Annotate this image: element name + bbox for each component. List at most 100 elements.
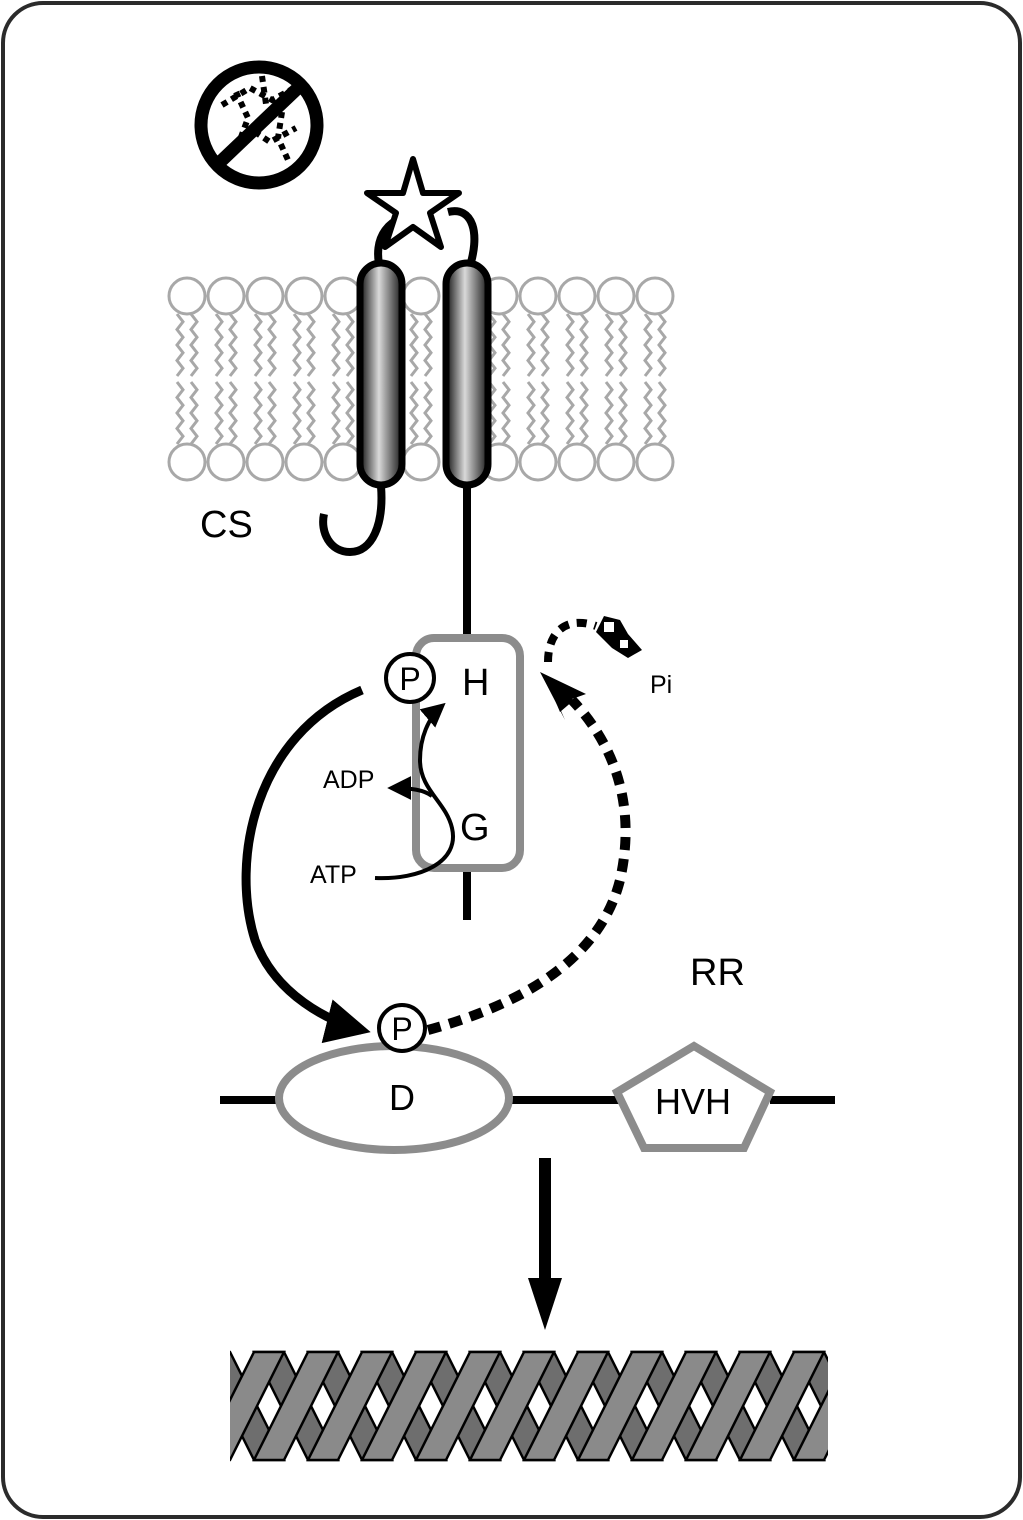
lipid-tail bbox=[306, 313, 316, 377]
lipid-tail bbox=[501, 313, 511, 377]
lipid-head bbox=[557, 442, 597, 482]
lipid-tail bbox=[189, 313, 199, 377]
transmembrane-helix-1 bbox=[356, 259, 406, 489]
lipid-head bbox=[323, 276, 363, 316]
transmembrane-helix-2 bbox=[442, 259, 492, 489]
lipid-head bbox=[206, 442, 246, 482]
lipid-tail bbox=[306, 381, 316, 445]
lipid-tail bbox=[565, 381, 575, 445]
dna-strand-segment bbox=[737, 1350, 827, 1462]
dna-strand-segment bbox=[575, 1350, 665, 1462]
lipid-tail bbox=[253, 313, 263, 377]
histidine-label: H bbox=[462, 662, 489, 704]
atp-label: ATP bbox=[310, 861, 357, 889]
lipid-tail bbox=[345, 313, 355, 377]
regulator-label: RR bbox=[690, 952, 745, 994]
lipid-tail bbox=[526, 313, 536, 377]
dna-strand-segment bbox=[305, 1350, 395, 1462]
dna-helix-icon bbox=[10, 1347, 1013, 1465]
dna-strand-segment bbox=[683, 1350, 773, 1462]
lipid-tail bbox=[579, 381, 589, 445]
lipid-tail bbox=[292, 313, 302, 377]
lipid-tail bbox=[228, 313, 238, 377]
lipid-tail bbox=[345, 381, 355, 445]
lipid-tail bbox=[540, 381, 550, 445]
transcription-arrow-head bbox=[528, 1278, 562, 1330]
dna-edge-mask bbox=[828, 1347, 1013, 1465]
adp-release-arrow bbox=[387, 776, 434, 801]
lipid-tail bbox=[657, 313, 667, 377]
lipid-head bbox=[245, 276, 285, 316]
lipid-tail bbox=[267, 381, 277, 445]
output-label: HVH bbox=[655, 1081, 731, 1122]
n-terminal-tail bbox=[319, 485, 386, 557]
lipid-tail bbox=[657, 381, 667, 445]
lipid-head bbox=[635, 276, 675, 316]
lipid-tail bbox=[292, 381, 302, 445]
lipid-head bbox=[596, 442, 636, 482]
lipid-tail bbox=[175, 381, 185, 445]
dotted-arrowhead-1 bbox=[540, 672, 586, 720]
receiver-label: D bbox=[389, 1077, 415, 1118]
lipid-tail bbox=[423, 313, 433, 377]
star-icon bbox=[364, 156, 462, 250]
lipid-tail bbox=[253, 381, 263, 445]
atp-hydrolysis-curve bbox=[374, 702, 456, 881]
lipid-head bbox=[557, 276, 597, 316]
lipid-tail bbox=[643, 381, 653, 445]
lipid-head bbox=[401, 442, 441, 482]
lipid-tail bbox=[540, 313, 550, 377]
phospho-h-label: P bbox=[399, 661, 420, 697]
lipid-tail bbox=[189, 381, 199, 445]
phospho-d-label: P bbox=[391, 1011, 412, 1047]
prohibition-icon bbox=[194, 60, 324, 190]
lipid-head bbox=[401, 276, 441, 316]
lipid-tail bbox=[501, 381, 511, 445]
dna-strand-segment bbox=[413, 1350, 503, 1462]
lipid-tail bbox=[526, 381, 536, 445]
dna-strand-segment bbox=[251, 1350, 341, 1462]
g-box-label: G bbox=[460, 807, 490, 849]
lipid-head bbox=[596, 276, 636, 316]
lipid-tail bbox=[267, 313, 277, 377]
output-domain bbox=[611, 1041, 776, 1152]
dotted-arrowhead-2 bbox=[596, 616, 642, 658]
lipid-tail bbox=[565, 313, 575, 377]
lipid-tail bbox=[409, 381, 419, 445]
lipid-tail bbox=[214, 313, 224, 377]
lipid-tail bbox=[643, 313, 653, 377]
phosphate-release-dotted-path bbox=[544, 618, 598, 663]
dna-strand-segment bbox=[467, 1350, 557, 1462]
lipid-tail bbox=[409, 313, 419, 377]
lipid-head bbox=[518, 276, 558, 316]
lipid-tail bbox=[331, 381, 341, 445]
lipid-tail bbox=[214, 381, 224, 445]
lipid-head bbox=[284, 442, 324, 482]
adp-label: ADP bbox=[323, 766, 374, 794]
lipid-tail bbox=[228, 381, 238, 445]
lipid-tail bbox=[175, 313, 185, 377]
phosphate-on-aspartate: P bbox=[377, 1003, 427, 1053]
sensor-label: CS bbox=[200, 504, 253, 546]
lipid-tail bbox=[604, 381, 614, 445]
lipid-tail bbox=[331, 313, 341, 377]
dna-edge-mask bbox=[10, 1347, 230, 1465]
phosphate-label: Pi bbox=[650, 671, 672, 699]
dna-strand-segment bbox=[521, 1350, 611, 1462]
lipid-tail bbox=[423, 381, 433, 445]
phosphotransfer-arrow bbox=[241, 685, 371, 1044]
lipid-head bbox=[518, 442, 558, 482]
lipid-head bbox=[245, 442, 285, 482]
lipid-head bbox=[167, 276, 207, 316]
lipid-head bbox=[206, 276, 246, 316]
lipid-tail bbox=[579, 313, 589, 377]
lipid-tail bbox=[604, 313, 614, 377]
lipid-head bbox=[167, 442, 207, 482]
dna-strand-segment bbox=[359, 1350, 449, 1462]
lipid-tail bbox=[618, 313, 628, 377]
lipid-head bbox=[635, 442, 675, 482]
lipid-head bbox=[284, 276, 324, 316]
dna-strand-segment bbox=[629, 1350, 719, 1462]
lipid-tail bbox=[618, 381, 628, 445]
